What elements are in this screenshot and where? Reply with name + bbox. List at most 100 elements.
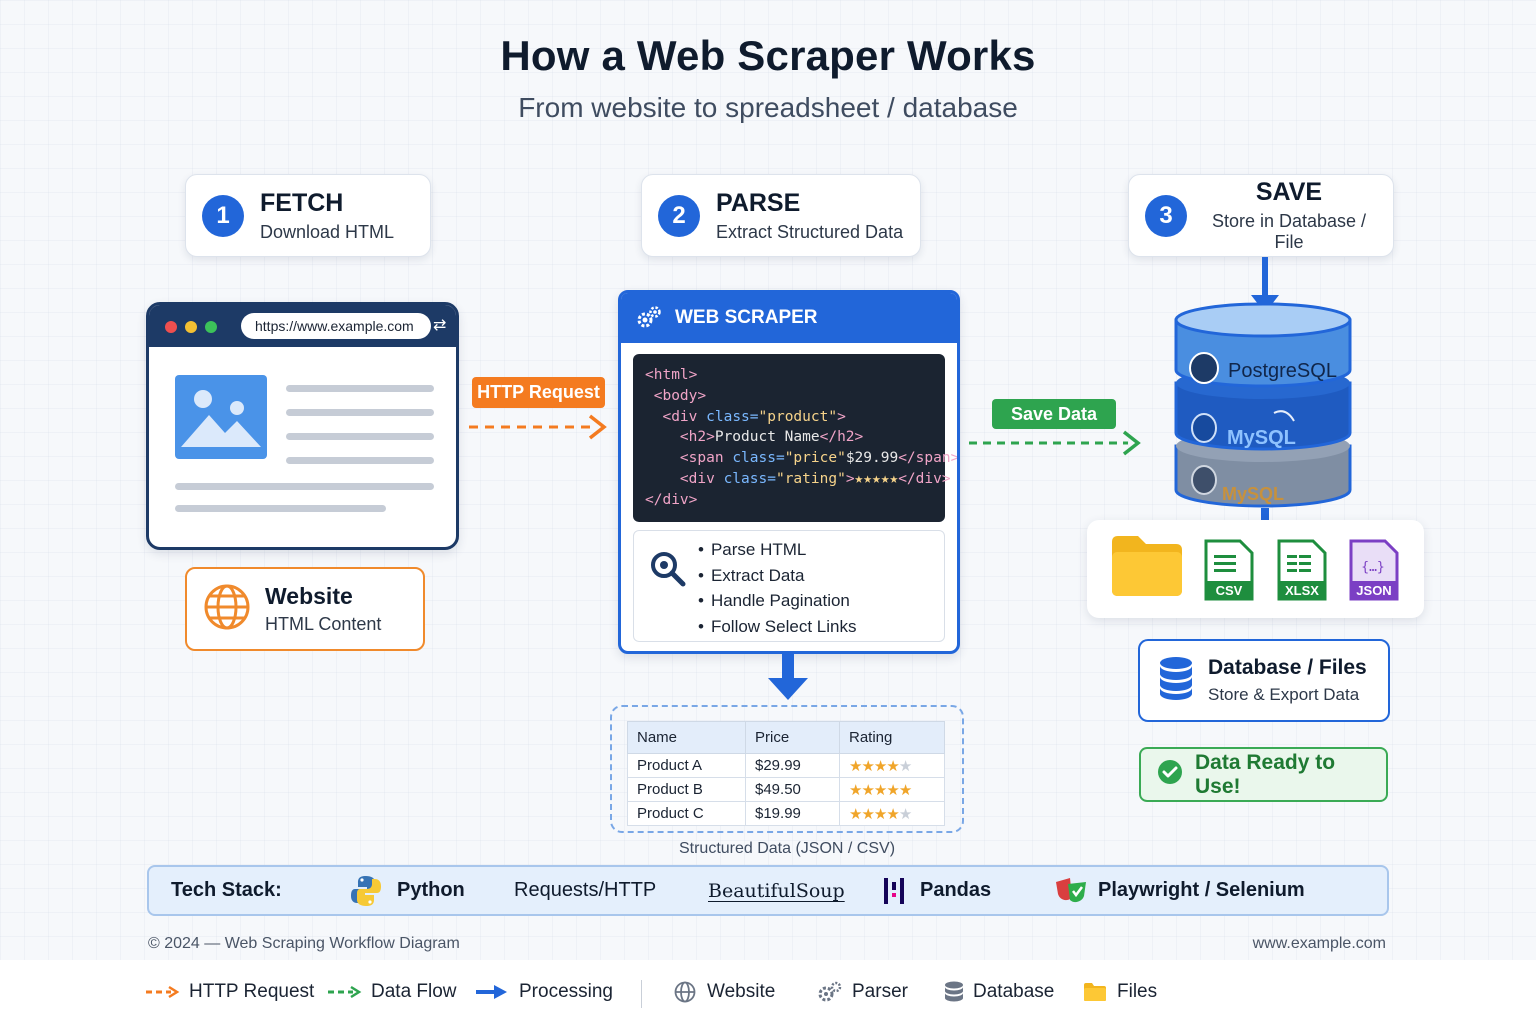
database-files-subtitle: Store & Export Data — [1208, 685, 1360, 704]
legend-label: Data Flow — [371, 981, 457, 1002]
processing-arrow-down-icon — [768, 654, 808, 700]
price-cell: $19.99 — [745, 801, 840, 826]
tech-item-python: Python — [349, 867, 465, 914]
legend-item-website: Website — [674, 960, 775, 1024]
gears-icon — [818, 981, 842, 1002]
json-file-label: JSON — [1356, 583, 1392, 598]
table-row: Product C$19.99★★★★★ — [627, 801, 945, 826]
reload-icon[interactable]: ⇄ — [433, 317, 447, 334]
column-header: Rating — [839, 721, 945, 754]
data-ready-text: Data Ready to Use! — [1195, 750, 1336, 798]
legend-divider — [641, 980, 642, 1008]
step-subtitle: Extract Structured Data — [716, 221, 904, 242]
text-line — [175, 505, 386, 512]
step-number: 1 — [202, 194, 244, 237]
column-header: Price — [745, 721, 840, 754]
feature-item: Handle Pagination — [698, 588, 856, 614]
step-number: 3 — [1145, 194, 1187, 237]
gears-icon — [635, 304, 663, 332]
blue-arrow-icon — [476, 985, 507, 999]
scraper-header: WEB SCRAPER — [621, 293, 957, 343]
tech-stack-bar: Tech Stack: Python Requests/HTTP Beautif… — [147, 865, 1389, 916]
postgresql-label: PostgreSQL — [1228, 360, 1337, 382]
structured-data-table: Name Price Rating Product A$29.99★★★★★Pr… — [627, 721, 945, 826]
scraper-title: WEB SCRAPER — [675, 307, 818, 328]
step-title: FETCH — [260, 188, 344, 217]
step-subtitle: Download HTML — [260, 221, 395, 242]
footer-website-link[interactable]: www.example.com — [1252, 935, 1386, 952]
table-row: Product B$49.50 ★★★★★ — [627, 777, 945, 802]
star-rating-icon: ★★★★★ — [849, 781, 912, 799]
product-name-cell: Product A — [627, 753, 746, 778]
tech-name: Playwright / Selenium — [1098, 879, 1305, 901]
website-card-title: Website — [265, 583, 353, 609]
text-line — [286, 409, 434, 416]
text-line — [286, 457, 434, 464]
tech-item-requests: Requests/HTTP — [514, 879, 657, 901]
folder-icon — [1084, 983, 1106, 1001]
tech-item-beautifulsoup: BeautifulSoup — [708, 879, 845, 902]
folder-icon — [1112, 536, 1182, 596]
web-scraper-panel: WEB SCRAPER <html> <body> <div class="pr… — [618, 290, 960, 654]
address-bar[interactable]: https://www.example.com — [241, 313, 431, 339]
website-card: Website HTML Content — [185, 567, 425, 651]
legend-label: HTTP Request — [189, 981, 315, 1002]
table-row: Product A$29.99★★★★★ — [627, 753, 945, 778]
html-code-block: <html> <body> <div class="product"> <h2>… — [633, 354, 957, 522]
legend-label: Parser — [852, 981, 908, 1002]
website-card-subtitle: HTML Content — [265, 614, 382, 634]
playwright-icon — [1054, 876, 1088, 906]
product-name-cell: Product C — [627, 801, 746, 826]
xlsx-file-label: XLSX — [1285, 583, 1319, 598]
legend-label: Database — [973, 981, 1055, 1002]
legend-label: Files — [1117, 981, 1158, 1002]
text-line — [286, 433, 434, 440]
page-subtitle: From website to spreadsheet / database — [518, 92, 1018, 123]
legend-item-data-flow: Data Flow — [327, 960, 457, 1024]
price-cell: $49.50 — [745, 777, 840, 802]
feature-item: Follow Select Links — [698, 614, 857, 640]
product-name-cell: Product B — [627, 777, 746, 802]
legend-item-files: Files — [1083, 960, 1157, 1024]
csv-file-icon — [1204, 539, 1254, 601]
globe-icon — [674, 981, 696, 1003]
database-icon — [1158, 656, 1194, 705]
step-card-parse: 2 PARSE Extract Structured Data — [641, 174, 921, 257]
rating-cell: ★★★★★ — [839, 753, 945, 778]
green-dashed-arrow-icon — [328, 985, 362, 999]
data-flow-arrow-icon — [969, 430, 1141, 456]
csv-file-label: CSV — [1215, 583, 1243, 598]
minimize-dot-icon — [185, 321, 197, 333]
feature-item: Extract Data — [698, 563, 856, 589]
pandas-icon — [882, 876, 906, 906]
price-cell: $29.99 — [745, 753, 840, 778]
http-request-label: HTTP Request — [472, 377, 605, 408]
tech-stack-label: Tech Stack: — [171, 879, 282, 901]
step-card-save: 3 SAVE Store in Database / File — [1128, 174, 1394, 257]
legend-label: Processing — [519, 981, 613, 1002]
tech-name: Python — [397, 879, 465, 901]
database-icon — [945, 981, 963, 1002]
database-files-title: Database / Files — [1208, 656, 1367, 679]
browser-toolbar: https://www.example.com ⇄ — [149, 305, 456, 347]
magnifier-icon — [648, 549, 688, 594]
legend-item-http-request: HTTP Request — [145, 960, 314, 1024]
third-database-label: MySQL — [1222, 484, 1285, 504]
table-caption: Structured Data (JSON / CSV) — [678, 840, 896, 857]
xlsx-file-icon — [1277, 539, 1327, 601]
python-icon — [349, 874, 383, 908]
step-number: 2 — [658, 194, 700, 237]
image-placeholder-icon — [175, 375, 267, 459]
text-line — [286, 385, 434, 392]
legend-bar: HTTP Request Data Flow Processing Websit… — [0, 960, 1536, 1024]
column-header: Name — [627, 721, 746, 754]
database-files-card: Database / Files Store & Export Data — [1138, 639, 1390, 722]
step-subtitle: Store in Database / File — [1211, 211, 1367, 252]
legend-item-database: Database — [944, 960, 1054, 1024]
step-title: PARSE — [716, 188, 801, 217]
browser-window: https://www.example.com ⇄ — [146, 302, 459, 550]
step-title: SAVE — [1255, 178, 1323, 206]
json-file-icon: {…} — [1349, 539, 1399, 601]
save-data-label: Save Data — [992, 399, 1116, 429]
legend-item-processing: Processing — [475, 960, 613, 1024]
